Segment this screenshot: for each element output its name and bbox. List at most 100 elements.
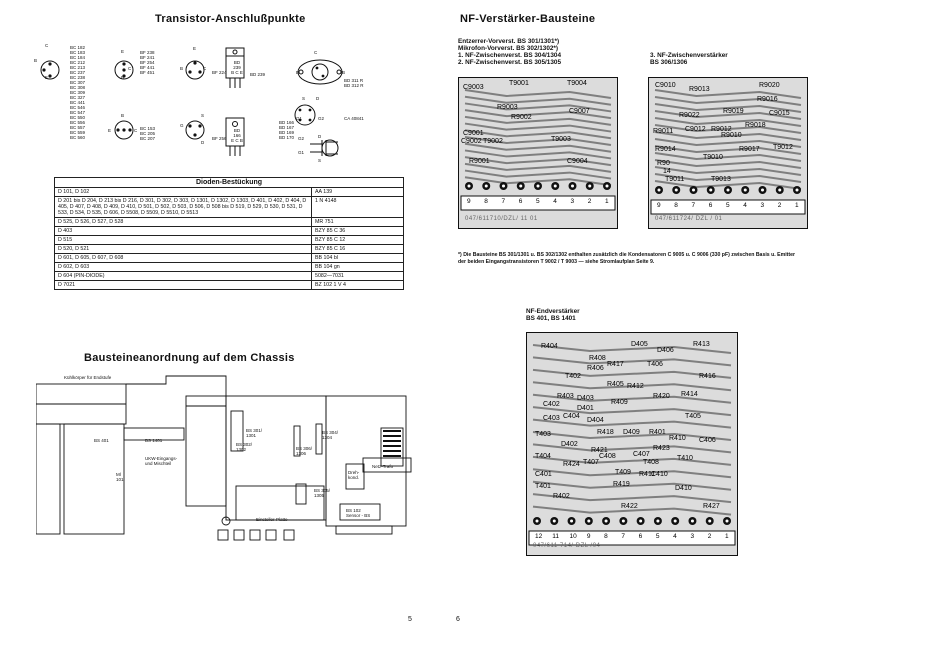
- pcb-component-label: T409: [615, 469, 631, 476]
- pcb-component-label: R417: [607, 361, 624, 368]
- module-line-2: Mikrofon-Vorverst. BS 302/1302*): [458, 45, 559, 52]
- diode-row: D 201 bis D 204, D 213 bis D 216, D 301,…: [54, 196, 404, 218]
- chassis-bs301-label: BS 301/ 1301: [246, 428, 263, 438]
- g7-pin-s: S: [201, 113, 205, 118]
- pcb-pin-number: 8: [604, 533, 608, 540]
- pcb-component-label: C9015: [769, 110, 790, 117]
- diode-type: AA 139: [311, 187, 404, 197]
- g9-sym-d: D: [318, 134, 322, 139]
- pcb-component-label: C408: [599, 453, 616, 460]
- pcb-component-label: T410: [677, 455, 693, 462]
- module-line-3: 1. NF-Zwischenverst. BS 304/1304: [458, 52, 562, 59]
- diode-row: D 604 (PIN-DIODE)5082—7031: [54, 271, 404, 281]
- chassis-bs306-label: BS 306/ 1306: [296, 446, 313, 456]
- transistor-title: Transistor-Anschlußpunkte: [155, 13, 306, 25]
- pcb-component-label: R9003: [497, 104, 518, 111]
- pcb-component-label: R412: [627, 383, 644, 390]
- diode-designators: D 7021: [54, 280, 312, 290]
- pcb-component-label: C9003: [463, 84, 484, 91]
- pcb-component-label: R423: [653, 445, 670, 452]
- group5-types: BD 311 R BD 312 R: [344, 78, 364, 88]
- g3-pin-e: E: [193, 46, 197, 51]
- g6-pin-e: E: [108, 128, 112, 133]
- diode-type: 5082—7031: [311, 271, 404, 281]
- pcb-component-label: C9001: [463, 130, 484, 137]
- pcb-pin-number: 1: [725, 533, 729, 540]
- group8-body: BD 166 E C B: [231, 128, 243, 143]
- pcb-component-label: R9011: [653, 128, 674, 135]
- g3-pin-b: B: [180, 66, 184, 71]
- chassis-bs302-label: BS 302/ 1302: [236, 442, 253, 452]
- g1-pin-e: E: [45, 75, 49, 80]
- g1-pin-b: B: [34, 58, 38, 63]
- pcb-component-label: C9007: [569, 108, 590, 115]
- pcb-pin-number: 9: [657, 202, 661, 209]
- pcb-component-label: D404: [587, 417, 604, 424]
- diode-designators: D 601, D 605, D 607, D 608: [54, 253, 312, 263]
- right-page: NF-Verstärker-Bausteine Entzerrer-Vorver…: [456, 0, 950, 672]
- pcb-component-label: T405: [685, 413, 701, 420]
- chassis-ukw-label: UKW-Eingangs- und Mischteil: [145, 456, 178, 466]
- diode-type: MR 751: [311, 217, 404, 227]
- pcb-component-label: C410: [651, 471, 668, 478]
- pcb-component-label: T9003: [551, 136, 571, 143]
- pcb-component-label: R9019: [723, 108, 744, 115]
- pcb-component-label: R9017: [739, 146, 760, 153]
- page-number-left: 5: [408, 616, 412, 623]
- pcb-pin-number: 4: [743, 202, 747, 209]
- diode-type: BB 104 gn: [311, 262, 404, 272]
- pcb-component-label: C407: [633, 451, 650, 458]
- pcb-component-label: R414: [681, 391, 698, 398]
- g7-pin-d: D: [201, 140, 205, 145]
- diode-type: BZY 85 C 36: [311, 226, 404, 236]
- chassis-bs305-label: BS 305/ 1305: [314, 488, 331, 498]
- chassis-layout-drawing: [36, 375, 412, 541]
- module-list: Entzerrer-Vorverst. BS 301/1301*) Mikrof…: [458, 38, 561, 66]
- chassis-ml-label: Ml 101: [116, 472, 124, 482]
- pcb-pin-number: 5: [726, 202, 730, 209]
- pcb-pin-number: 8: [674, 202, 678, 209]
- transistor-pinout-diagrams: [40, 47, 343, 157]
- pcb-pin-number: 11: [552, 533, 560, 540]
- pcb-component-label: C406: [699, 437, 716, 444]
- group9-types: CA 40841: [344, 116, 364, 121]
- chassis-heatsink-label: Kühlkörper für Endstufe: [64, 375, 112, 380]
- diode-type: BZY 85 C 16: [311, 244, 404, 254]
- pcb-pin-number: 8: [484, 198, 488, 205]
- pcb-component-label: R403: [557, 393, 574, 400]
- pcb-pin-number: 1: [795, 202, 799, 209]
- pcb-component-label: C9002: [461, 138, 482, 145]
- pcb-pin-number: 2: [587, 198, 592, 205]
- diode-designators: D 602, D 603: [54, 262, 312, 272]
- pcb-board-code: 047/611 714/ DZL /04: [533, 543, 601, 549]
- pcb-pin-number: 2: [707, 533, 712, 540]
- pcb-component-label: D402: [561, 441, 578, 448]
- pcb-component-label: D409: [623, 429, 640, 436]
- group8-types: BD 166 BD 167 BD 169 BD 170: [279, 120, 295, 140]
- pcb-component-label: R404: [541, 343, 558, 350]
- pcb-pin-number: 7: [621, 533, 625, 540]
- pcb-component-label: D405: [631, 341, 648, 348]
- diode-type: BB 104 bl: [311, 253, 404, 263]
- pcb-traces: [460, 89, 616, 211]
- pcb-component-label: C403: [543, 415, 560, 422]
- module3-line-1: 3. NF-Zwischenverstärker: [650, 52, 728, 59]
- pcb-component-label: R413: [693, 341, 710, 348]
- g2-pin-c: C: [128, 66, 132, 71]
- diode-designators: D 101, D 102: [54, 187, 312, 197]
- group2-types: BF 238 BF 241 BF 254 BF 441 BF 451: [140, 50, 155, 75]
- diode-type: BZ 102 1 V 4: [311, 280, 404, 290]
- diode-designators: D 403: [54, 226, 312, 236]
- g9-sym-g1: G1: [298, 150, 305, 155]
- pcb-component-label: R421: [591, 447, 608, 454]
- pcb-component-label: T407: [583, 459, 599, 466]
- pcb-board-code: 047/611724/ DZL / 01: [655, 216, 723, 222]
- pcb-component-label: T9011: [665, 176, 685, 183]
- module3-line-2: BS 306/1306: [650, 59, 688, 66]
